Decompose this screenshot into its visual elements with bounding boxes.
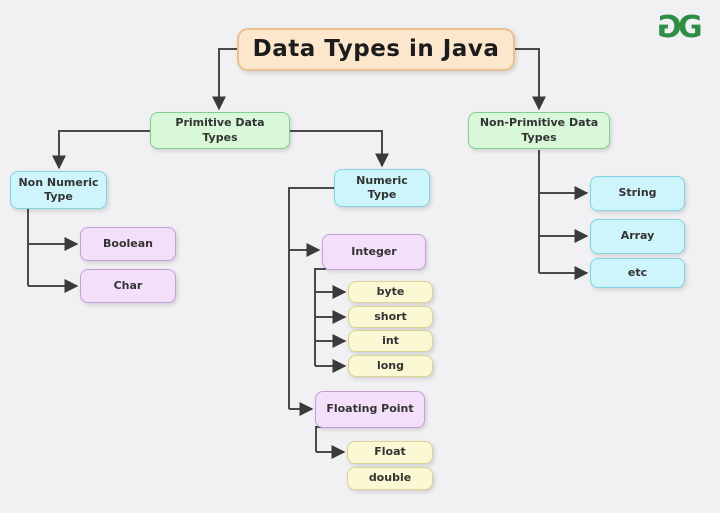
node-integer: Integer bbox=[322, 234, 426, 270]
node-floating-point: Floating Point bbox=[315, 391, 425, 428]
node-etc: etc bbox=[590, 258, 685, 288]
edge-primitive-nonnumeric bbox=[52, 130, 150, 170]
stem-integer bbox=[314, 268, 326, 366]
stem-numeric bbox=[288, 187, 334, 409]
node-byte: byte bbox=[348, 281, 433, 303]
node-boolean: Boolean bbox=[80, 227, 176, 261]
node-non-numeric-type: Non Numeric Type bbox=[10, 171, 107, 209]
node-char: Char bbox=[80, 269, 176, 303]
node-float: Float bbox=[347, 441, 433, 464]
edge-title-nonprimitive bbox=[515, 48, 546, 111]
node-numeric-type: Numeric Type bbox=[334, 169, 430, 207]
node-string: String bbox=[590, 176, 685, 211]
node-double: double bbox=[347, 467, 433, 490]
node-array: Array bbox=[590, 219, 685, 254]
node-long: long bbox=[348, 355, 433, 377]
diagram-title: Data Types in Java bbox=[237, 28, 515, 71]
edge-primitive-numeric bbox=[290, 130, 389, 168]
node-short: short bbox=[348, 306, 433, 328]
node-non-primitive-data-types: Non-Primitive Data Types bbox=[468, 112, 610, 149]
node-int: int bbox=[348, 330, 433, 352]
stem-floating bbox=[315, 426, 326, 452]
edge-title-primitive bbox=[212, 48, 237, 111]
node-primitive-data-types: Primitive Data Types bbox=[150, 112, 290, 149]
